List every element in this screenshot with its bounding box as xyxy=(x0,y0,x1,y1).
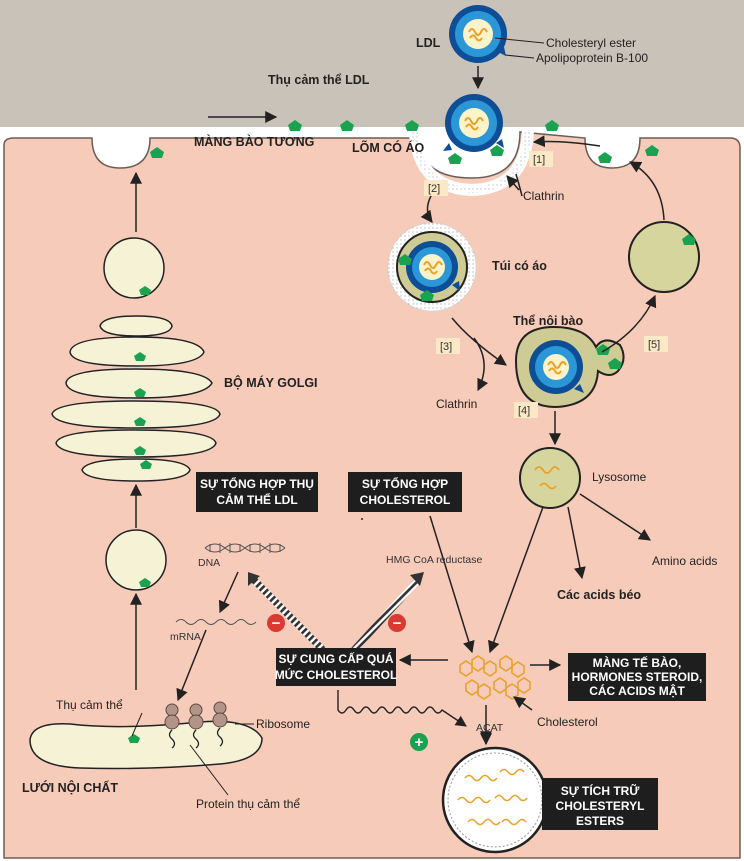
receptor-icon xyxy=(340,120,354,131)
step-2: [2] xyxy=(428,183,440,195)
endoplasmic-reticulum xyxy=(29,720,263,770)
label-ldl: LDL xyxy=(416,36,441,50)
box-receptor-synthesis-line2: CẢM THỂ LDL xyxy=(216,492,297,507)
inhibition-arrows xyxy=(248,572,424,653)
label-coated-vesicle: Túi có áo xyxy=(492,259,547,273)
receptor-icon xyxy=(288,120,302,131)
receptor-icon xyxy=(448,153,462,164)
storage-droplet xyxy=(441,746,549,854)
receptor-icon xyxy=(645,145,659,156)
label-apolipoprotein: Apolipoprotein B-100 xyxy=(536,51,648,65)
cholesterol-cluster xyxy=(459,655,531,700)
golgi-apparatus xyxy=(51,315,221,482)
box-excess-cholesterol-bg xyxy=(276,648,396,686)
receptor-icon xyxy=(545,120,559,131)
step-4: [4] xyxy=(518,405,530,417)
box-storage-line1: SỰ TÍCH TRỮ xyxy=(561,783,640,798)
vesicle-upper-left xyxy=(103,237,165,299)
box-cholesterol-synthesis-line2: CHOLESTEROL xyxy=(360,493,451,507)
mrna-strand xyxy=(175,619,257,625)
label-lysosome: Lysosome xyxy=(592,470,647,484)
activation-wavy-arrow xyxy=(337,690,467,727)
coated-vesicle xyxy=(387,222,477,312)
endosome xyxy=(514,325,625,409)
ldl-particle-top xyxy=(449,5,507,63)
ribosomes xyxy=(164,701,228,730)
coated-pit-coat-dots xyxy=(412,129,531,194)
label-cholesterol: Cholesterol xyxy=(537,715,598,729)
ribosome-chains xyxy=(168,727,224,749)
inhibit-symbol: − xyxy=(272,615,281,632)
box-excess-line2: MỨC CHOLESTEROL xyxy=(275,667,398,682)
label-cholesteryl-ester: Cholesteryl ester xyxy=(546,36,636,50)
label-receptor-protein: Protein thụ cảm thể xyxy=(196,797,300,811)
box-cholesterol-synthesis-bg xyxy=(348,472,462,512)
label-fatty-acids: Các acids béo xyxy=(557,588,641,602)
recycling-vesicle xyxy=(628,221,700,293)
box-membranes-bg xyxy=(568,653,706,701)
label-ribosome: Ribosome xyxy=(256,717,310,731)
label-er: LƯỚI NỘI CHẤT xyxy=(22,780,118,795)
label-clathrin-bottom: Clathrin xyxy=(436,397,477,411)
label-mrna: mRNA xyxy=(170,631,201,643)
label-hmg: HMG CoA reductase xyxy=(386,554,482,566)
activate-sign: + xyxy=(410,733,428,751)
box-membranes-line1: MÀNG TẾ BÀO, xyxy=(593,655,682,670)
box-storage-bg xyxy=(542,778,658,830)
lysosome xyxy=(519,447,581,509)
box-receptor-synthesis-bg xyxy=(196,472,318,512)
membrane-layer xyxy=(0,0,744,127)
inhibit-sign-left: − xyxy=(267,614,285,632)
step-1: [1] xyxy=(533,154,545,166)
golgi-receptors xyxy=(134,352,152,469)
receptor-icon xyxy=(405,120,419,131)
dna-helix xyxy=(204,543,286,553)
step-badges: [1] [2] [3] [4] [5] xyxy=(424,151,668,418)
receptor-icon xyxy=(490,145,504,156)
label-receptor-small: Thụ cảm thể xyxy=(56,698,123,712)
label-golgi: BỘ MÁY GOLGI xyxy=(224,375,318,390)
box-cholesterol-synthesis-line1: SỰ TỔNG HỢP xyxy=(362,476,448,491)
vesicle-lower-left xyxy=(105,529,167,591)
box-membranes-line2: HORMONES STEROID, xyxy=(572,670,703,684)
label-acat: ACAT xyxy=(476,722,504,734)
receptor-icon xyxy=(150,147,164,158)
box-receptor-synthesis-line1: SỰ TỔNG HỢP THỤ xyxy=(200,476,314,491)
label-ldl-receptor: Thụ cảm thể LDL xyxy=(268,73,370,87)
receptor-icon xyxy=(598,152,612,163)
box-storage-line3: ESTERS xyxy=(576,814,624,828)
label-plasma-membrane: MÀNG BÀO TƯƠNG xyxy=(194,134,314,149)
label-amino-acids: Amino acids xyxy=(652,554,717,568)
inhibit-symbol: − xyxy=(393,615,402,632)
activate-symbol: + xyxy=(415,734,424,751)
label-coated-pit: LÕM CÓ ÁO xyxy=(352,140,424,155)
leader-lines xyxy=(131,37,545,796)
box-membranes-line3: CÁC ACIDS MẬT xyxy=(589,683,685,698)
box-storage-line2: CHOLESTERYL xyxy=(556,799,645,813)
box-excess-line1: SỰ CUNG CẤP QUÁ xyxy=(278,651,393,666)
label-dna: DNA xyxy=(198,557,220,569)
label-endosome: Thể nội bào xyxy=(513,314,584,328)
label-clathrin-top: Clathrin xyxy=(523,189,564,203)
pathway-arrows xyxy=(130,66,665,744)
step-5: [5] xyxy=(648,339,660,351)
ldl-particle-bound xyxy=(443,94,504,152)
inhibit-sign-right: − xyxy=(388,614,406,632)
membrane-receptors xyxy=(150,120,659,164)
step-3: [3] xyxy=(440,341,452,353)
